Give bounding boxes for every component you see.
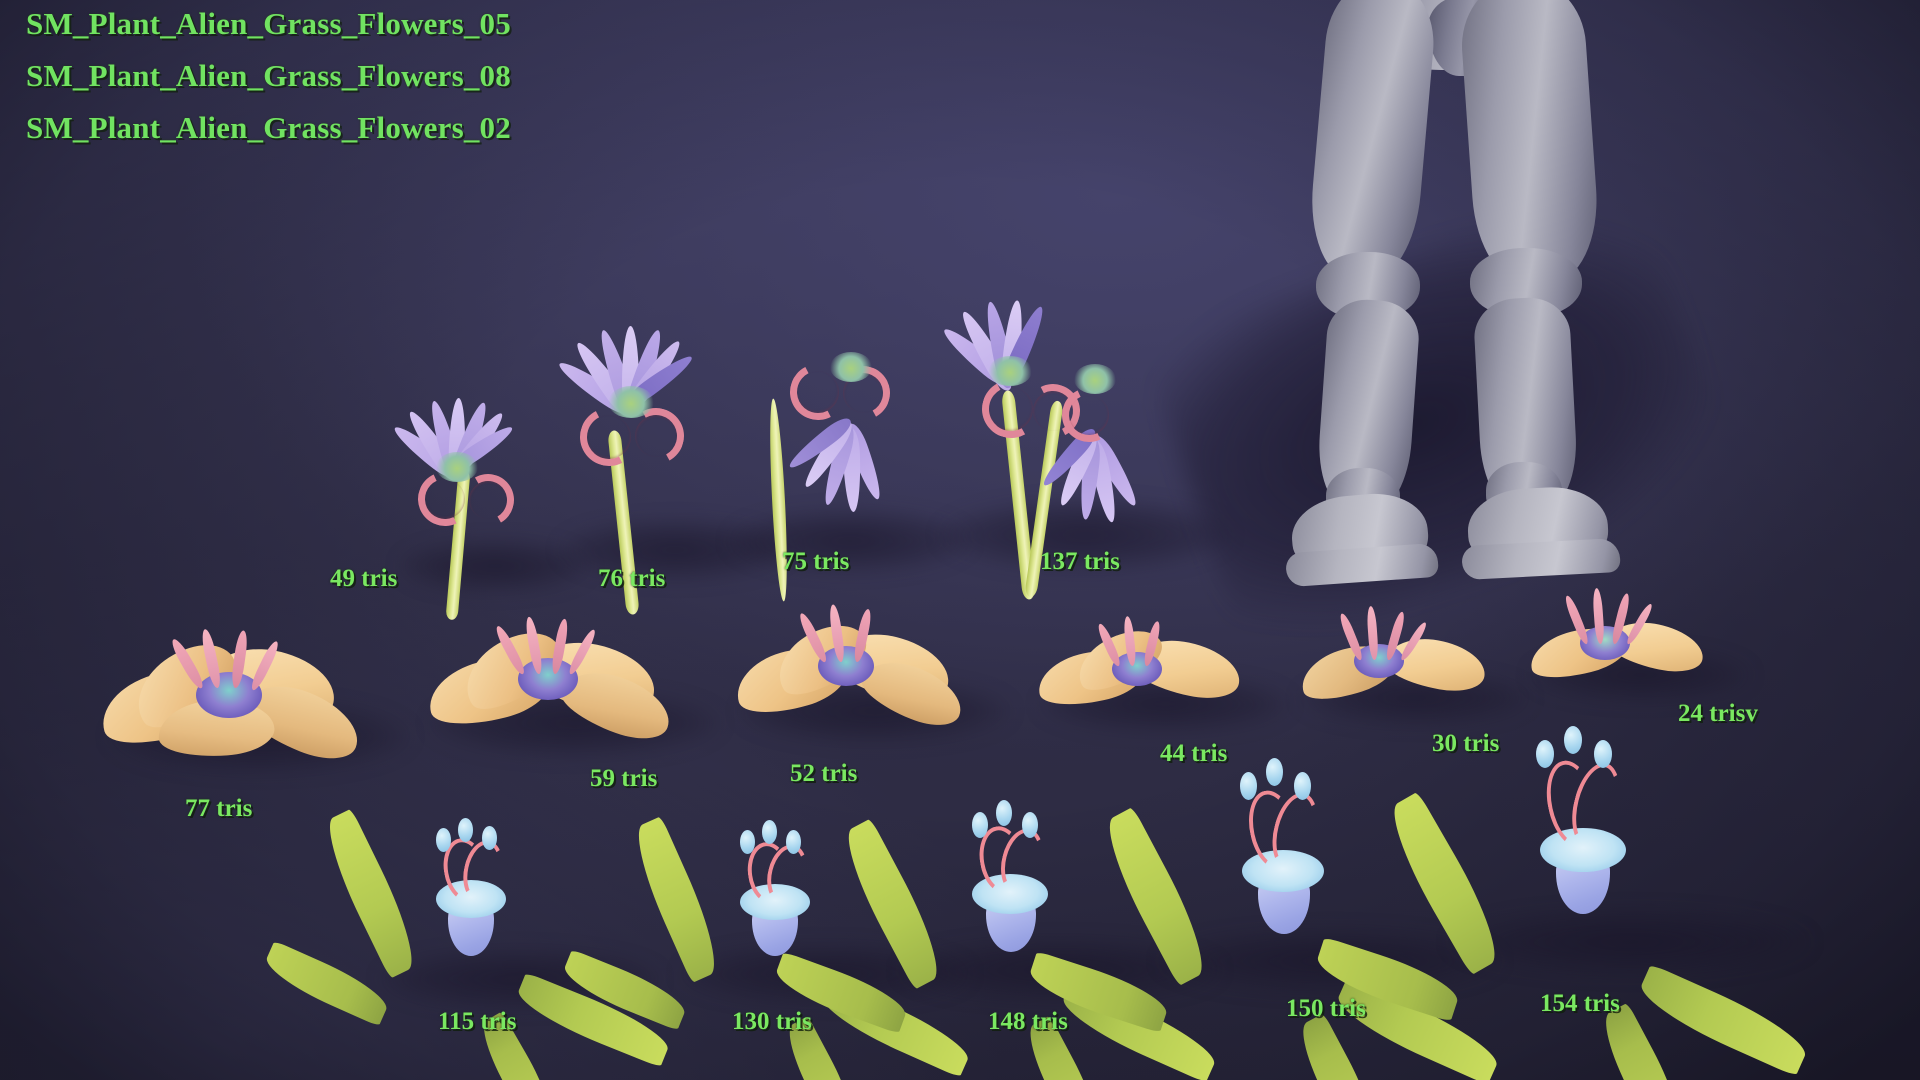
tri-label-row2-4: 44 tris: [1160, 740, 1228, 767]
tri-label-row2-3: 52 tris: [790, 760, 858, 787]
tri-label-row3-3: 148 tris: [988, 1008, 1068, 1035]
tri-label-row3-4: 150 tris: [1286, 995, 1366, 1022]
asset-title-2: SM_Plant_Alien_Grass_Flowers_08: [26, 58, 511, 93]
asset-title-3: SM_Plant_Alien_Grass_Flowers_02: [26, 110, 511, 145]
tri-label-row2-1: 77 tris: [185, 795, 253, 822]
tri-label-row1-1: 49 tris: [330, 565, 398, 592]
tri-label-row1-3: 75 tris: [782, 548, 850, 575]
tri-label-row1-2: 76 tris: [598, 565, 666, 592]
tri-label-row3-2: 130 tris: [732, 1008, 812, 1035]
tri-label-row1-4: 137 tris: [1040, 548, 1120, 575]
tri-label-row3-1: 115 tris: [438, 1008, 517, 1035]
tri-label-row3-5: 154 tris: [1540, 990, 1620, 1017]
asset-title-1: SM_Plant_Alien_Grass_Flowers_05: [26, 6, 511, 41]
tri-label-row2-5: 30 tris: [1432, 730, 1500, 757]
asset-name-list: SM_Plant_Alien_Grass_Flowers_05 SM_Plant…: [26, 8, 511, 164]
tri-label-row2-6: 24 trisv: [1678, 700, 1758, 727]
tri-label-row2-2: 59 tris: [590, 765, 658, 792]
